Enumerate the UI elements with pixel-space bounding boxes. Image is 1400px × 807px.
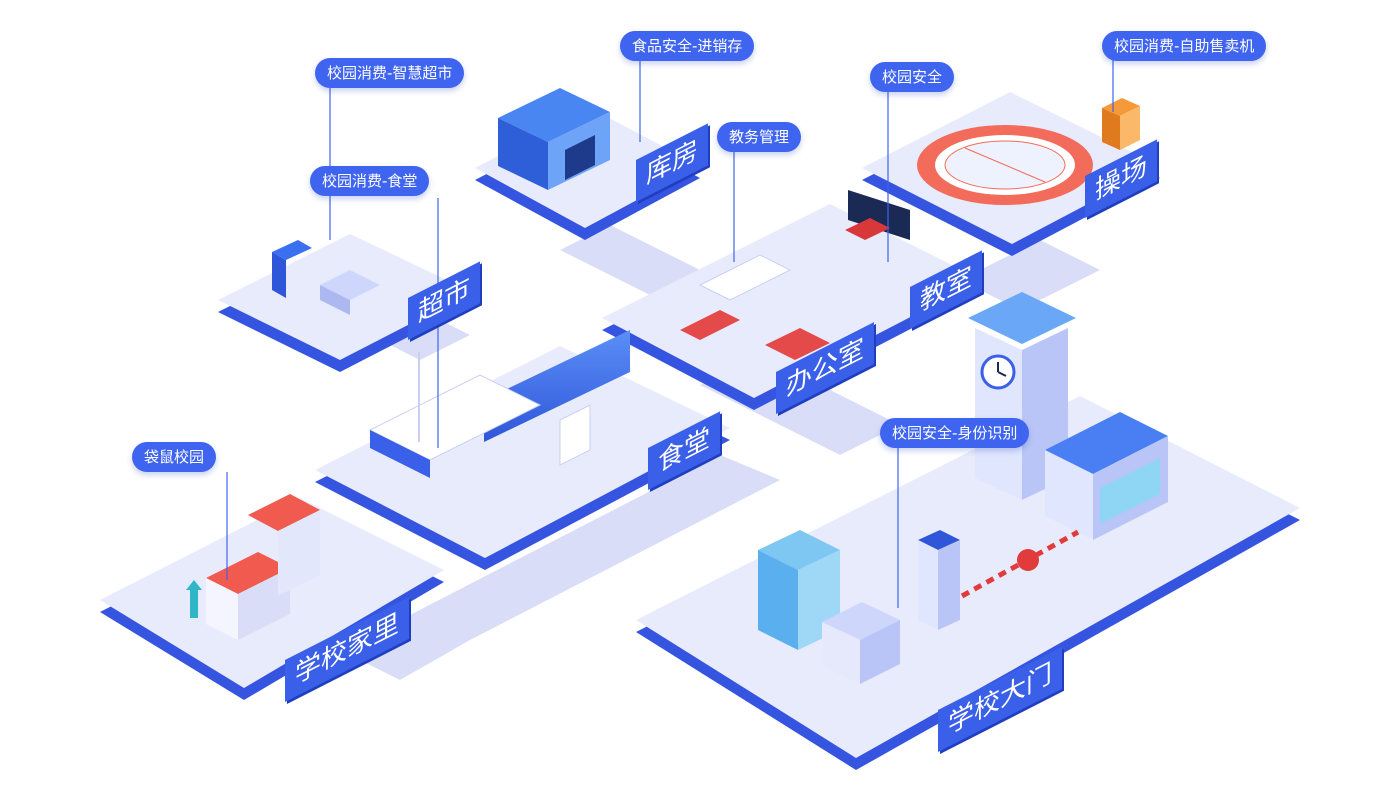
clock-tower: [968, 292, 1076, 500]
gate-buildings: [758, 530, 900, 684]
tag-smart-supermarket[interactable]: 校园消费-智慧超市: [315, 58, 465, 88]
vending-machine: [1102, 98, 1140, 150]
warehouse-building: [498, 88, 610, 190]
supermarket-counter: [272, 240, 380, 315]
tag-food-safety[interactable]: 食品安全-进销存: [620, 31, 755, 61]
platform-office: [602, 204, 982, 410]
tag-id-recognition[interactable]: 校园安全-身份识别: [880, 418, 1030, 448]
guard-house: [1045, 412, 1168, 540]
tag-canteen-consumption[interactable]: 校园消费-食堂: [310, 166, 430, 196]
tag-academic-admin[interactable]: 教务管理: [717, 122, 802, 152]
playground-track: [917, 125, 1093, 205]
home-building: [186, 494, 320, 640]
canteen-building: [368, 330, 630, 478]
tag-kangaroo-campus[interactable]: 袋鼠校园: [132, 442, 217, 472]
gate-barrier: [960, 529, 1080, 599]
tag-vending-machine[interactable]: 校园消费-自助售卖机: [1102, 31, 1267, 61]
id-kiosk: [918, 530, 960, 630]
platform-canteen: [315, 346, 730, 570]
office-furniture: [680, 190, 910, 360]
tag-campus-safety[interactable]: 校园安全: [870, 62, 955, 92]
